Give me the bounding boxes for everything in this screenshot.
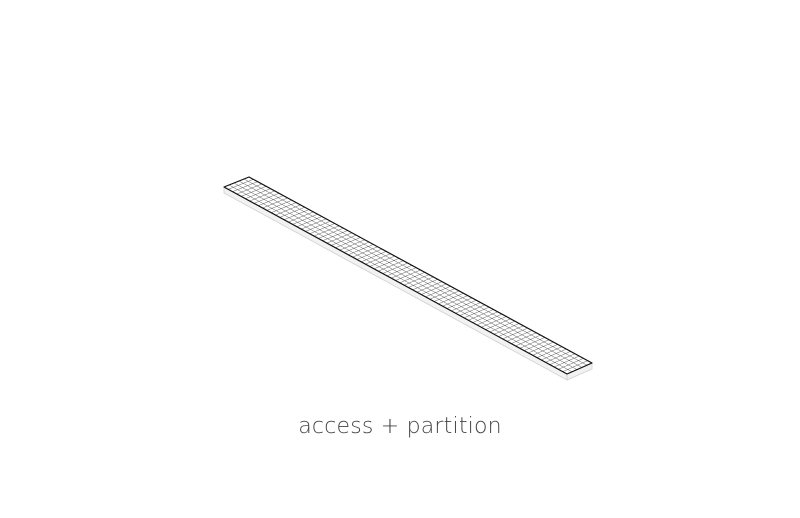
grid-cross-line [249, 190, 275, 202]
grid-cross-line [236, 183, 262, 195]
grid-cross-line [292, 213, 318, 225]
grid-long-line [238, 180, 583, 368]
grid-cross-line [408, 276, 434, 288]
grid-cross-line [433, 290, 460, 302]
grid-cross-line [515, 334, 541, 347]
strip-outline [223, 176, 593, 375]
grid-cross-line [343, 241, 370, 253]
grid-cross-line [331, 234, 357, 246]
grid-cross-line [253, 193, 280, 204]
grid-cross-line [335, 237, 361, 248]
grid-cross-line [296, 216, 322, 227]
grid-cross-line [549, 353, 575, 365]
grid-cross-line [399, 272, 425, 284]
grid-cross-line [412, 279, 438, 291]
strip-grid-lines [228, 178, 588, 372]
grid-cross-line [506, 330, 533, 342]
grid-cross-line [322, 230, 348, 241]
grid-cross-line [558, 358, 584, 370]
grid-cross-line [275, 204, 301, 216]
grid-cross-line [403, 274, 430, 286]
grid-cross-line [232, 181, 258, 192]
grid-cross-line [562, 360, 588, 372]
grid-cross-line [451, 300, 477, 312]
grid-cross-line [245, 188, 271, 199]
grid-cross-line [446, 297, 473, 309]
strip-long-side-face [223, 186, 568, 381]
grid-cross-line [339, 239, 365, 251]
grid-cross-line [489, 320, 515, 333]
grid-long-line [228, 184, 573, 372]
grid-cross-line [279, 207, 305, 218]
grid-cross-line [305, 220, 331, 232]
grid-cross-line [502, 327, 528, 340]
grid-cross-line [348, 244, 374, 255]
grid-cross-line [498, 325, 524, 337]
grid-cross-line [313, 225, 340, 237]
grid-cross-line [361, 251, 387, 263]
grid-cross-line [476, 313, 503, 326]
grid-cross-line [395, 269, 421, 281]
grid-cross-line [524, 339, 550, 351]
grid-cross-line [472, 311, 498, 323]
grid-cross-line [386, 265, 413, 277]
grid-cross-line [536, 346, 563, 358]
grid-cross-line [554, 355, 580, 368]
grid-cross-line [352, 246, 378, 258]
grid-cross-line [369, 255, 395, 267]
grid-cross-line [301, 218, 327, 230]
grid-cross-line [326, 232, 352, 244]
strip-end-face [566, 362, 593, 381]
grid-cross-line [494, 323, 520, 335]
grid-cross-line [318, 227, 344, 239]
grid-cross-line [532, 344, 558, 356]
grid-cross-line [455, 302, 481, 314]
grid-cross-line [262, 197, 288, 209]
grid-cross-line [459, 304, 485, 316]
grid-cross-line [545, 351, 571, 363]
grid-cross-line [464, 306, 490, 319]
grid-cross-line [442, 295, 468, 307]
grid-cross-line [528, 341, 554, 354]
grid-cross-line [271, 202, 297, 213]
grid-cross-line [241, 186, 267, 197]
grid-cross-line [425, 286, 451, 298]
grid-cross-line [266, 200, 292, 211]
grid-cross-line [416, 281, 443, 293]
grid-cross-line [511, 332, 537, 344]
grid-cross-line [382, 262, 408, 274]
grid-cross-line [429, 288, 455, 300]
grid-cross-line [468, 309, 494, 321]
grid-cross-line [228, 179, 254, 190]
grid-long-line [233, 182, 578, 370]
grid-cross-line [365, 253, 391, 265]
grid-cross-line [288, 211, 314, 223]
grid-cross-line [378, 260, 404, 272]
grid-cross-line [541, 348, 567, 361]
grid-cross-line [485, 318, 511, 330]
grid-cross-line [356, 248, 382, 260]
grid-cross-line [283, 209, 310, 220]
grid-cross-line [438, 293, 464, 305]
grid-cross-line [373, 258, 400, 270]
grid-cross-line [258, 195, 284, 206]
diagram-caption: access + partition [298, 414, 502, 439]
grid-long-line [243, 178, 588, 366]
grid-cross-line [481, 316, 507, 328]
grid-cross-line [391, 267, 417, 279]
grid-cross-line [421, 283, 447, 295]
grid-cross-line [519, 337, 545, 349]
grid-cross-line [309, 223, 335, 234]
